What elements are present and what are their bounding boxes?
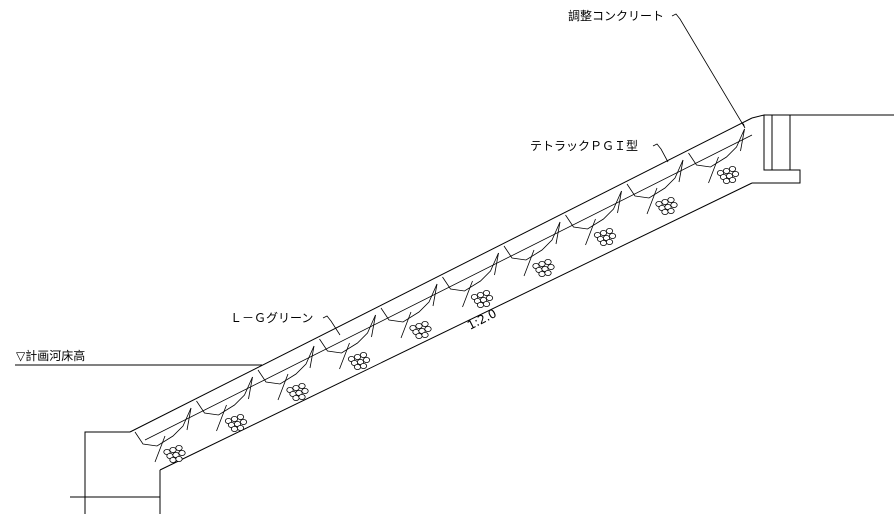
label-tetrack: テトラックＰＧＩ型: [530, 139, 669, 163]
crest-block: [751, 114, 801, 184]
tetrack-label: テトラックＰＧＩ型: [530, 139, 638, 153]
block-unit: [442, 252, 499, 308]
block-unit: [626, 159, 684, 215]
block-unit: [503, 221, 561, 277]
label-adjust-concrete: 調整コンクリート: [568, 8, 746, 129]
riverbed-label: ▽計画河床高: [16, 348, 85, 363]
lg-green-label: Ｌ－Ｇグリーン: [230, 311, 313, 325]
block-unit: [380, 283, 438, 339]
block-unit: [134, 407, 192, 463]
slope-lines: [129, 117, 753, 471]
block-unit: [257, 345, 315, 401]
toe-block: [70, 431, 161, 514]
adjust-concrete-label: 調整コンクリート: [568, 8, 664, 23]
block-unit: [688, 128, 745, 184]
block-unit: [196, 376, 253, 432]
tetrack-blocks: [134, 128, 745, 463]
label-lg-green: Ｌ－Ｇグリーン: [230, 311, 341, 336]
block-unit: [319, 314, 376, 370]
slope-ratio-label: 1:2.0: [465, 306, 499, 332]
block-unit: [565, 190, 622, 246]
